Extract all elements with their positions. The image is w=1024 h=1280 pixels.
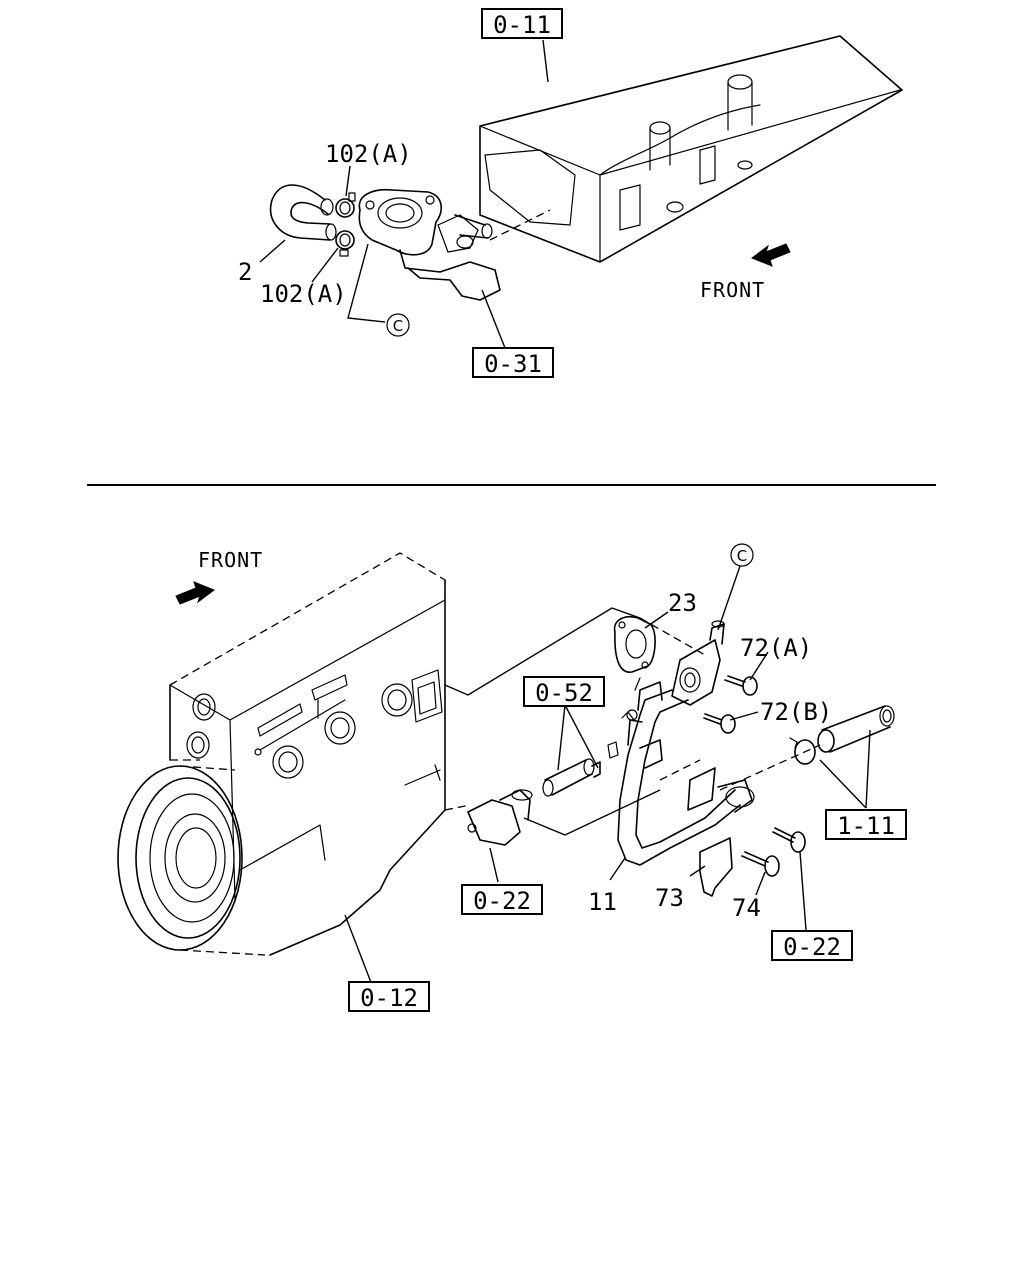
svg-text:0-22: 0-22 xyxy=(783,933,841,961)
top-leaders xyxy=(259,39,549,349)
hose-clip-1-11 xyxy=(789,737,816,765)
bracket-73 xyxy=(699,837,733,897)
svg-text:0-12: 0-12 xyxy=(360,984,418,1012)
svg-text:0-52: 0-52 xyxy=(535,679,593,707)
thermostat-housing xyxy=(358,188,501,301)
bolt-72b xyxy=(703,713,736,734)
ref-box-0-12: 0-12 xyxy=(348,981,430,1012)
bottom-leaders xyxy=(344,565,871,986)
ref-box-0-31: 0-31 xyxy=(472,347,554,378)
svg-text:C: C xyxy=(737,547,747,565)
bypass-pipe xyxy=(542,758,601,797)
ref-box-0-52: 0-52 xyxy=(523,676,605,707)
svg-text:0-11: 0-11 xyxy=(493,11,551,39)
label-72a: 72(A) xyxy=(740,634,812,662)
hose-1-11 xyxy=(817,705,895,753)
bolt-74 xyxy=(741,851,780,877)
ref-box-1-11: 1-11 xyxy=(825,809,907,840)
label-74: 74 xyxy=(732,894,761,922)
label-102a-lower: 102(A) xyxy=(260,280,347,308)
hose-clip-lower xyxy=(335,230,355,257)
circle-c-bottom: C xyxy=(730,543,754,567)
water-inlet xyxy=(467,789,533,846)
hose-2 xyxy=(269,184,337,241)
top-view: 0-11 0-31 102(A) 2 102(A) C FRONT xyxy=(238,8,903,378)
bolt-lower xyxy=(772,827,806,853)
ref-box-0-22-right: 0-22 xyxy=(771,930,853,961)
label-72b: 72(B) xyxy=(760,698,832,726)
water-pipe-11 xyxy=(607,620,755,866)
svg-text:0-31: 0-31 xyxy=(484,350,542,378)
bolt-72a xyxy=(724,675,758,696)
label-73: 73 xyxy=(655,884,684,912)
svg-text:C: C xyxy=(393,317,403,335)
bottom-view: 0-52 0-22 0-22 0-12 1-11 C 23 72(A) 72(B… xyxy=(117,543,907,1012)
svg-text:FRONT: FRONT xyxy=(700,278,765,302)
hose-clip-upper xyxy=(335,192,356,218)
circle-c-top: C xyxy=(386,313,410,337)
label-11: 11 xyxy=(588,888,617,916)
svg-text:FRONT: FRONT xyxy=(198,548,263,572)
label-23: 23 xyxy=(668,589,697,617)
gasket-23 xyxy=(613,616,656,673)
front-arrow-bottom: FRONT xyxy=(175,548,263,605)
engine-block xyxy=(117,552,446,956)
label-2: 2 xyxy=(238,258,252,286)
label-102a-upper: 102(A) xyxy=(325,140,412,168)
ref-box-0-11: 0-11 xyxy=(481,8,563,39)
cylinder-head xyxy=(479,35,903,263)
front-arrow-top: FRONT xyxy=(700,243,791,302)
ref-box-0-22-left: 0-22 xyxy=(461,884,543,915)
svg-text:0-22: 0-22 xyxy=(473,887,531,915)
svg-text:1-11: 1-11 xyxy=(837,812,895,840)
